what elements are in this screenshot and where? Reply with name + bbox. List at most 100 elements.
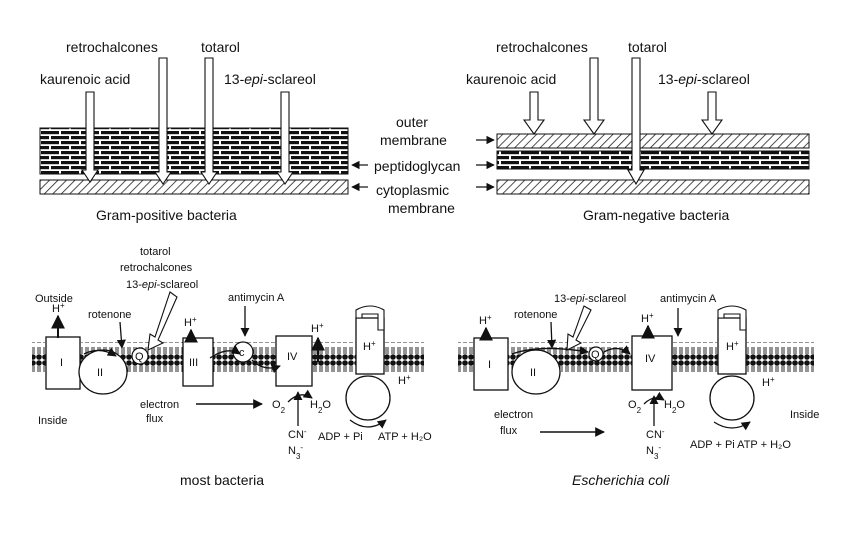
retrochalcones-label-gram-negative: retrochalcones (496, 39, 588, 55)
retrochalcones-arrow-gram-negative (582, 57, 606, 135)
kaurenoic-acid-label-gram-negative: kaurenoic acid (466, 71, 556, 87)
sclareol-label-bottom-right: 13-epi-sclareol (554, 293, 626, 305)
hplus-IV-left: H+ (311, 321, 324, 336)
electron-curve-3-left (251, 359, 281, 374)
cytoplasmic-membrane-label-line2: membrane (388, 200, 455, 216)
hplus-inside-atp-left: H+ (398, 373, 411, 388)
complex-IV-left (275, 335, 313, 387)
totarol-label-gram-negative: totarol (628, 39, 667, 55)
terpenoid-arrow-bottom-left (147, 291, 178, 351)
sclareol-arrow-bottom-right (566, 305, 592, 351)
gram-negative-outer-membrane (496, 133, 810, 149)
electron-flux-label-right-line1: electron (494, 409, 533, 421)
atp-synthase-head-left (345, 375, 391, 421)
complex-II-left (78, 349, 128, 395)
electron-curve-1-left (83, 347, 117, 357)
escherichia-coli-caption: Escherichia coli (572, 472, 670, 488)
complex-III-left (182, 337, 214, 387)
sclareol-label-gram-negative: 13-epi-sclareol (658, 71, 750, 87)
kaurenoic-acid-arrow (80, 91, 100, 183)
layer-labels: outer membrane peptidoglycan cytoplasmic… (351, 114, 495, 216)
totarol-label-gram-positive: totarol (201, 39, 240, 55)
hplus-inside-atp-right: H+ (762, 375, 775, 390)
hplus-IV-right: H+ (641, 311, 654, 326)
rotenone-label-left: rotenone (88, 309, 131, 321)
oxygen-label-left: O2 (272, 399, 286, 415)
outer-membrane-label-line1: outer (396, 114, 428, 130)
inside-label-right: Inside (790, 409, 819, 421)
hplus-I-left: H+ (52, 301, 65, 316)
cytochrome-c-label-left: c (239, 347, 245, 359)
rotenone-arrow-right (547, 321, 557, 349)
gram-positive-panel: retrochalcones totarol kaurenoic acid 13… (39, 39, 349, 223)
gram-negative-cytoplasmic-membrane (496, 179, 810, 195)
atp-synthesis-arrow-left (349, 419, 387, 429)
azide-label-right: N3- (646, 443, 661, 461)
retrochalcones-label-bottom-left: retrochalcones (120, 262, 193, 274)
gram-positive-caption: Gram-positive bacteria (96, 207, 237, 223)
atp-synthase-top-arrow-left (355, 305, 385, 331)
gram-negative-caption: Gram-negative bacteria (583, 207, 730, 223)
outside-label: Outside (35, 293, 73, 305)
sclareol-label-gram-positive: 13-epi-sclareol (224, 71, 316, 87)
gram-negative-peptidoglycan-layer (496, 150, 810, 170)
complex-IV-right (631, 335, 673, 391)
complex-I-label-right: I (488, 359, 491, 371)
complex-IV-label-left: IV (287, 351, 298, 363)
antimycin-label-left: antimycin A (228, 292, 285, 304)
oxygen-to-water-arrow-left (287, 389, 313, 403)
totarol-label-bottom-left: totarol (140, 246, 171, 258)
totarol-arrow-gram-negative (627, 57, 645, 186)
kaurenoic-acid-arrow-gram-negative (522, 91, 546, 135)
sclareol-arrow-gram-positive (275, 91, 295, 185)
azide-label-left: N3- (288, 443, 303, 461)
rotenone-label-right: rotenone (514, 309, 557, 321)
electron-flux-label-left-line1: electron (140, 399, 179, 411)
gram-negative-panel: retrochalcones totarol kaurenoic acid 13… (466, 39, 810, 223)
quinone-right (588, 346, 604, 362)
quinone-label-left: Q (135, 351, 144, 363)
electron-flux-label-left-line2: flux (146, 413, 164, 425)
atp-water-label-left: ATP + H₂O (378, 431, 432, 443)
adp-pi-label-left: ADP + Pi (318, 431, 363, 443)
respiratory-chain-escherichia-coli: I II Q IV H+ H+ H+ H+ 13-epi-sclareol ro… (458, 293, 819, 488)
antimycin-label-right: antimycin A (660, 293, 717, 305)
sclareol-label-bottom-left: 13-epi-sclareol (126, 279, 198, 291)
water-label-left: H2O (310, 399, 331, 415)
cytoplasmic-membrane-label-line1: cytoplasmic (376, 182, 449, 198)
electron-flux-label-right-line2: flux (500, 425, 518, 437)
water-label-right: H2O (664, 399, 685, 415)
complex-IV-label-right: IV (645, 353, 656, 365)
hplus-I-right: H+ (479, 313, 492, 328)
rotenone-arrow-left (116, 321, 126, 349)
complex-I-label-left: I (60, 357, 63, 369)
electron-curve-2-left (209, 345, 241, 359)
inside-label-left: Inside (38, 415, 67, 427)
electron-curve-1-right (511, 346, 589, 356)
sclareol-arrow-gram-negative (700, 91, 724, 135)
atp-synthase-top-arrow-right (717, 305, 747, 331)
outer-membrane-label-line2: membrane (380, 132, 447, 148)
atp-synthesis-arrow-right (713, 421, 751, 431)
complex-II-right (511, 349, 561, 395)
cyanide-label-left: CN- (288, 427, 307, 442)
gram-positive-cytoplasmic-membrane (39, 179, 349, 195)
atp-synthase-hplus-right: H+ (726, 339, 739, 354)
hplus-III-left: H+ (184, 315, 197, 330)
complex-III-label-left: III (189, 357, 198, 369)
quinone-label-right: Q (591, 349, 600, 361)
atp-synthase-hplus-left: H+ (363, 339, 376, 354)
complex-II-label-left: II (97, 367, 103, 379)
respiratory-chain-most-bacteria: I II Q III c IV H+ H+ H+ H+ H+ totarol r… (32, 246, 432, 488)
most-bacteria-caption: most bacteria (180, 472, 264, 488)
cyanide-label-right: CN- (646, 427, 665, 442)
complex-II-label-right: II (530, 367, 536, 379)
retrochalcones-label-gram-positive: retrochalcones (66, 39, 158, 55)
adp-atp-label-right: ADP + Pi ATP + H₂O (690, 439, 791, 451)
electron-curve-2-right (603, 345, 631, 355)
totarol-arrow-gram-positive (199, 57, 219, 185)
oxygen-label-right: O2 (628, 399, 642, 415)
quinone-left (131, 347, 149, 365)
kaurenoic-acid-label-gram-positive: kaurenoic acid (40, 71, 130, 87)
